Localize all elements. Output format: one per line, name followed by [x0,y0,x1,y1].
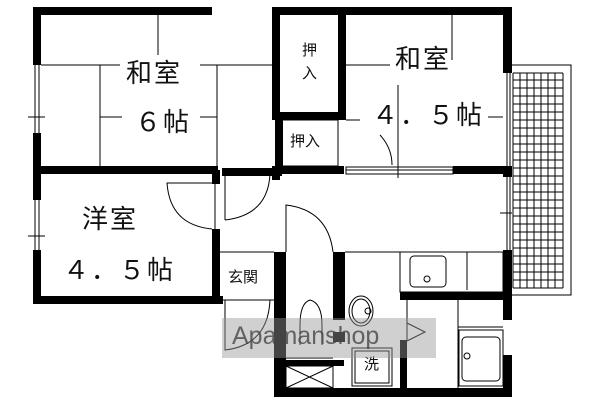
room-youshitsu-45-name: 洋室 [82,205,139,235]
watermark-text: Apamanshop [232,322,380,350]
closet-lower-label: 押入 [290,132,321,150]
washer-label: 洗 [364,355,380,373]
entrance-label: 玄関 [228,268,259,286]
room-washitsu-6-name: 和室 [126,59,183,89]
closet-upper-label-2: 入 [302,64,318,82]
room-washitsu-6-size: ６帖 [135,108,192,138]
watermark-band [222,318,436,358]
closet-upper-label-1: 押 [302,41,318,59]
thin-lines [28,15,572,389]
room-youshitsu-45-size: ４．５帖 [63,256,176,286]
balcony-grid [512,72,564,289]
room-washitsu-45-name: 和室 [395,45,452,75]
room-washitsu-45-size: ４．５帖 [372,101,485,131]
